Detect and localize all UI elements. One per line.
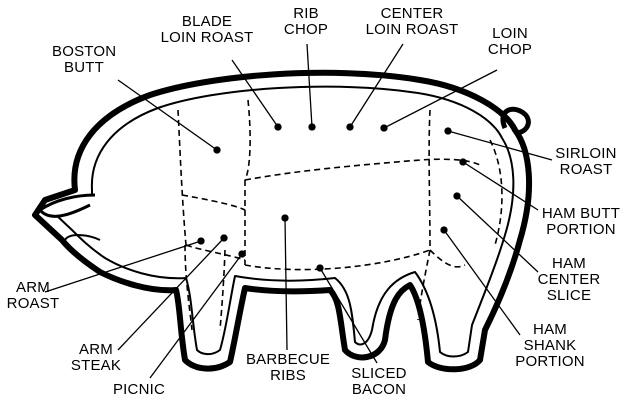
label-boston-butt: BOSTON BUTT — [52, 44, 116, 76]
label-rib-chop: RIB CHOP — [276, 6, 336, 38]
label-loin-chop: LOIN CHOP — [478, 26, 542, 58]
label-picnic: PICNIC — [104, 382, 174, 398]
label-sirloin-roast: SIRLOIN ROAST — [546, 146, 626, 178]
label-ham-center-slice: HAM CENTER SLICE — [534, 256, 604, 304]
label-ham-shank-portion: HAM SHANK PORTION — [506, 322, 594, 370]
label-arm-roast: ARM ROAST — [2, 280, 64, 312]
label-ham-butt-portion: HAM BUTT PORTION — [536, 206, 626, 238]
label-center-loin-roast: CENTER LOIN ROAST — [354, 6, 470, 38]
label-sliced-bacon: SLICED BACON — [344, 366, 414, 398]
label-arm-steak: ARM STEAK — [64, 342, 128, 374]
label-barbecue-ribs: BARBECUE RIBS — [238, 352, 338, 384]
pig-outline — [35, 73, 529, 369]
label-blade-loin-roast: BLADE LOIN ROAST — [152, 14, 262, 46]
